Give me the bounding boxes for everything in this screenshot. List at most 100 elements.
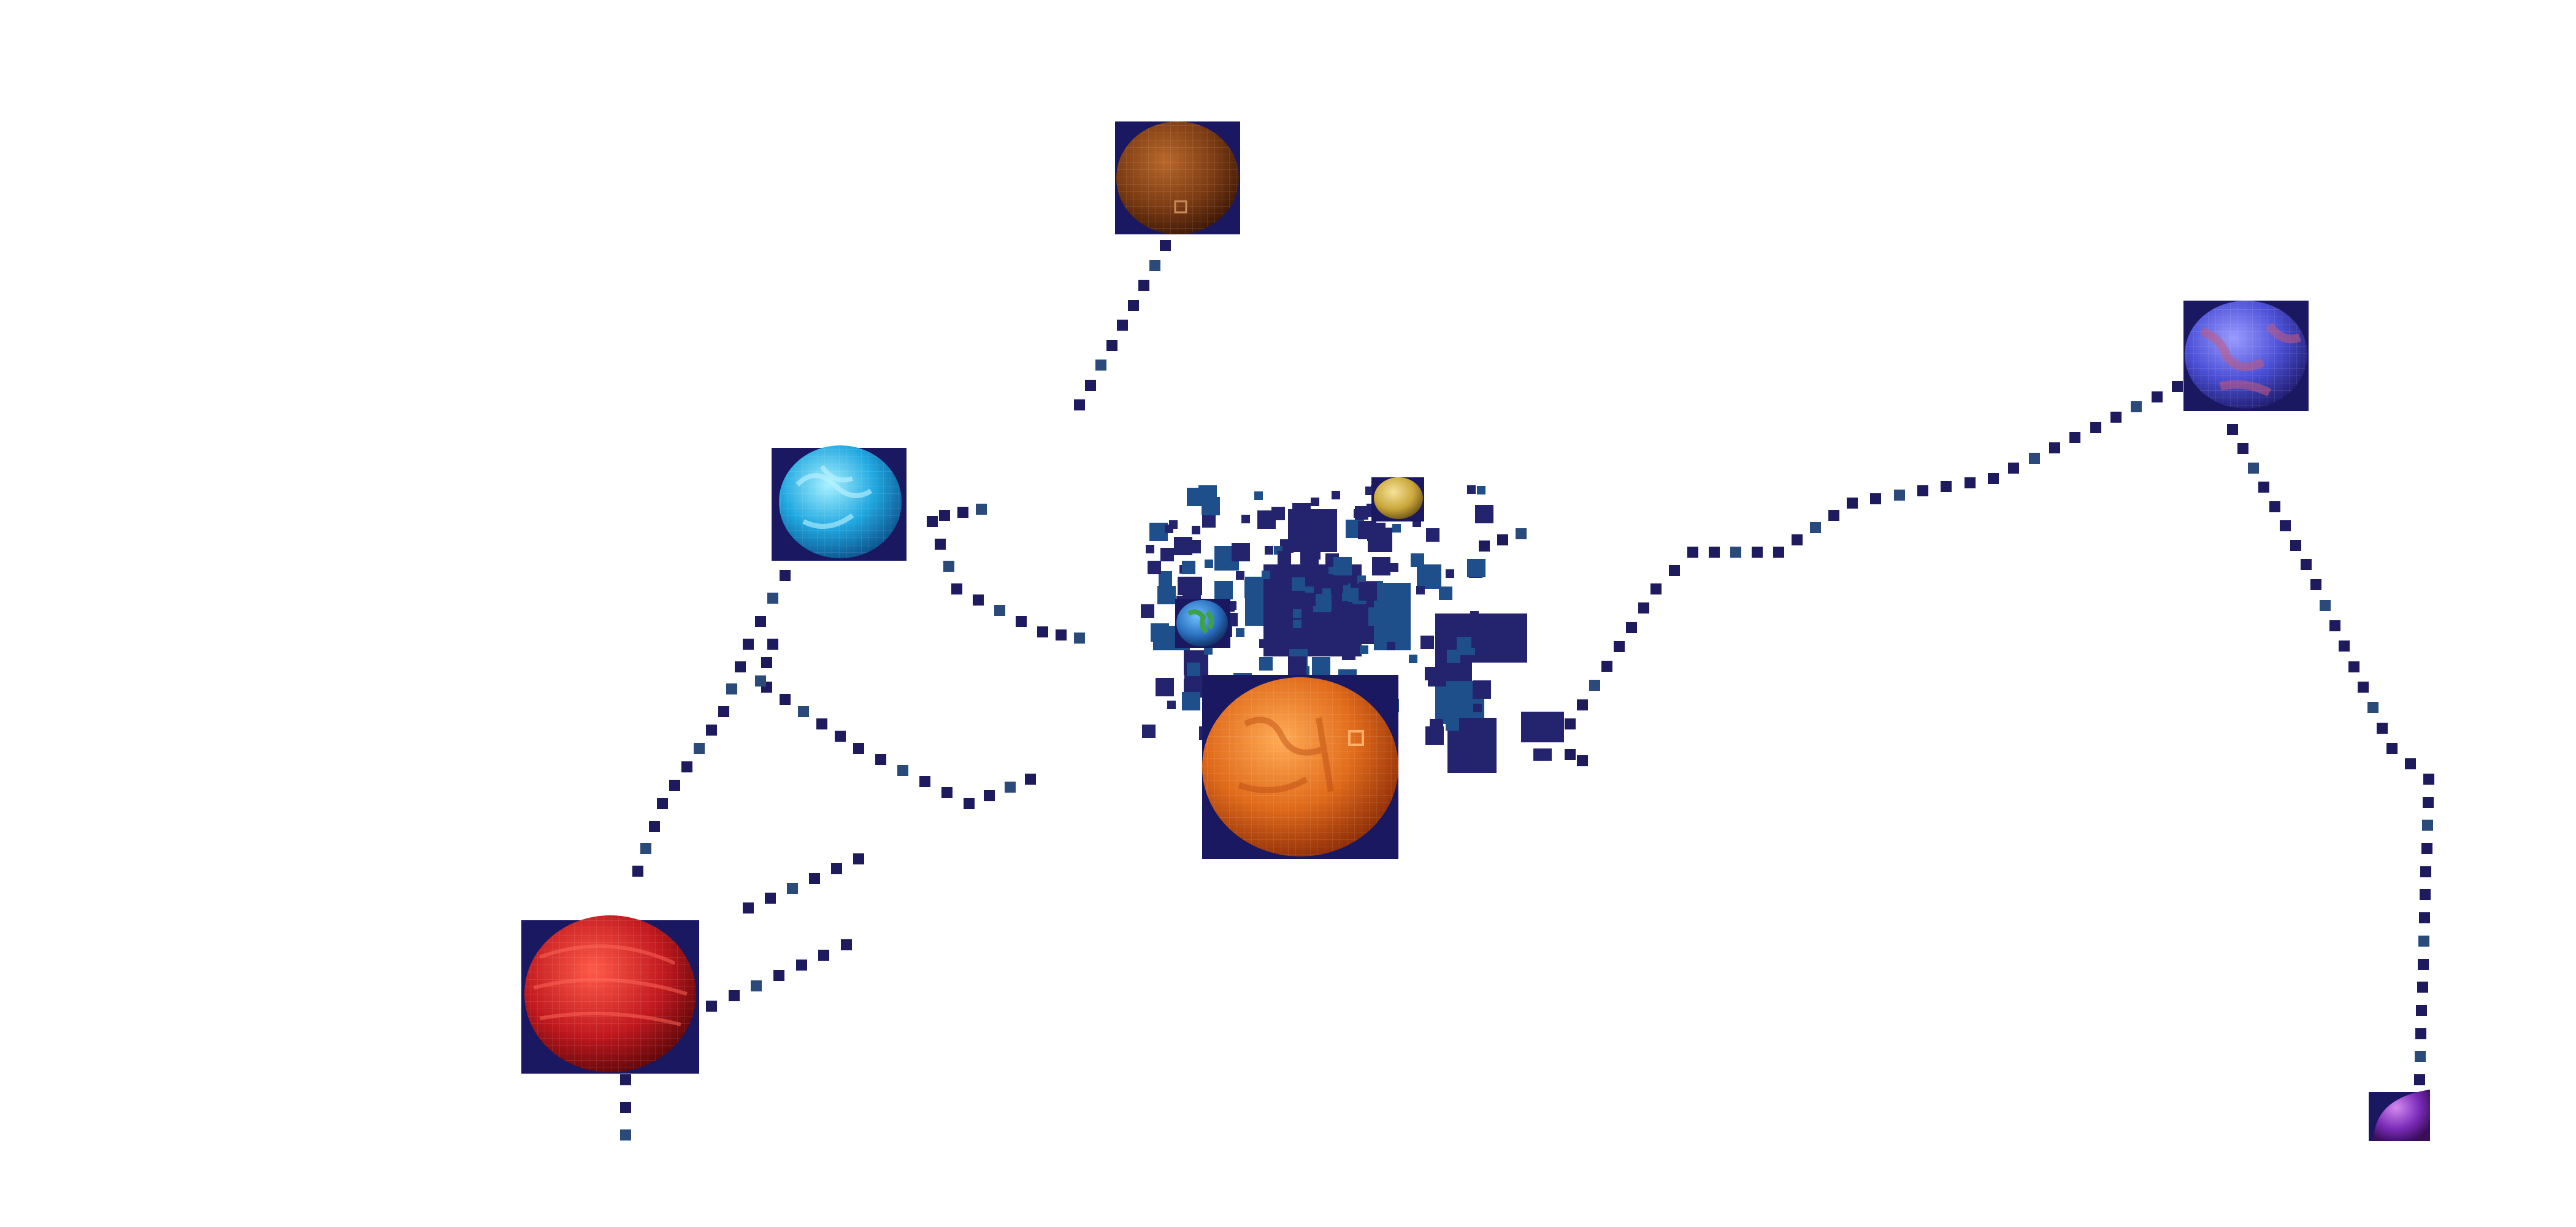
trail-dot-icon [1965,477,1976,488]
planet-cyan[interactable] [772,445,907,561]
cluster-pixel [1354,509,1362,518]
cluster-pixel [1259,639,1268,648]
cluster-pixel [1333,557,1352,575]
trail-dot-icon [941,787,953,798]
trail-dot-icon [816,718,827,729]
cluster-pixel [1156,678,1174,696]
trail-dot-icon [2310,579,2321,590]
trail-dot-icon [1138,280,1149,291]
cluster-pixel [1204,646,1213,655]
planet-icon [2374,1090,2430,1141]
cluster-pixel [1351,579,1359,588]
trail-dot-icon [973,594,984,606]
cluster-pixel [1187,663,1200,676]
cluster-pixel [1303,616,1321,634]
cluster-block [1521,712,1564,742]
planet-orange[interactable] [1202,675,1398,859]
trail-dot-icon [2329,620,2340,631]
trail-dot-icon [706,725,717,736]
cluster-pixel [1477,486,1485,494]
trail-dot-icon [957,507,968,518]
cluster-pixel [1232,543,1250,561]
trail-dot-icon [798,706,809,717]
trail-dot-icon [1650,583,1662,594]
trail-dot-icon [1160,240,1171,251]
cluster-pixel [1313,594,1332,612]
cluster-pixel [1241,515,1250,523]
trail-dot-icon [1095,360,1106,371]
trail-dot-icon [2090,422,2101,433]
cluster-pixel [1257,510,1276,529]
cluster-pixel [1148,561,1161,574]
planet-red[interactable] [521,915,699,1074]
trail-dot-icon [2367,702,2379,713]
cluster-pixel [1300,523,1313,537]
trail-dot-icon [1847,498,1858,509]
planet-purple[interactable] [2369,1090,2430,1141]
trail-dot-icon [809,873,820,884]
trail-dot-icon [1479,540,1490,552]
trail-dot-icon [681,761,692,772]
trail-dot-icon [2269,501,2280,512]
cluster-pixel [1159,571,1172,585]
trail-dot-icon [943,561,954,572]
trail-dot-icon [1074,633,1085,644]
trail-dot-icon [831,863,842,874]
trail-dot-icon [2416,1005,2427,1016]
cluster-pixel [1146,545,1154,553]
trail-dot-icon [1601,661,1612,672]
trail-dot-icon [694,743,705,754]
cluster-pixel [1214,581,1233,599]
cluster-pixel [1426,528,1439,542]
cluster-pixel [1467,485,1476,494]
cluster-pixel [1292,577,1305,591]
trail-dot-icon [1917,485,1928,496]
cluster-pixel [1475,505,1493,523]
planet-yellow[interactable] [1371,477,1424,521]
cluster-block [1417,564,1441,589]
trail-dot-icon [2419,912,2430,923]
cluster-pixel [1420,636,1434,649]
trail-dot-icon [2421,843,2432,854]
trail-dot-icon [1117,320,1128,331]
cluster-pixel [1368,607,1387,626]
trail-dot-icon [1128,300,1139,311]
trail-dot-icon [620,1129,631,1140]
cluster-pixel [1293,609,1301,618]
cluster-pixel [1293,620,1301,628]
trail-dot-icon [2386,743,2398,754]
planet-earth[interactable] [1175,599,1230,648]
planet-blue[interactable] [2183,301,2309,411]
cluster-pixel [1280,539,1294,553]
trail-dot-icon [2348,661,2359,672]
trail-dot-icon [919,776,930,787]
cluster-pixel [1300,547,1319,565]
trail-dot-icon [1773,547,1784,558]
trail-dot-icon [2358,682,2369,693]
cluster-pixel [1473,704,1482,712]
trail-dot-icon [853,853,864,864]
trail-dot-icon [2280,520,2291,531]
planet-icon [1374,477,1423,519]
trail-dot-icon [1752,547,1763,558]
cluster-pixel [1331,611,1349,629]
trail-dot-icon [780,694,791,705]
cluster-pixel [1288,656,1306,675]
planet-brown[interactable] [1115,121,1240,234]
cluster-pixel [1302,593,1316,606]
trail-dot-icon [706,1001,717,1012]
cluster-pixel [1392,606,1401,614]
cluster-pixel [1409,655,1417,663]
cluster-pixel [1473,680,1491,699]
cluster-pixel [1372,557,1390,575]
trail-dot-icon [632,866,643,877]
trail-dot-icon [2172,381,2183,392]
trail-dot-icon [649,821,660,832]
trail-dot-icon [1709,547,1720,558]
cluster-pixel [1262,571,1270,579]
trail-dot-icon [2420,866,2431,877]
cluster-pixel [1430,719,1443,733]
trail-dot-icon [669,780,680,791]
cluster-block [1178,577,1202,595]
